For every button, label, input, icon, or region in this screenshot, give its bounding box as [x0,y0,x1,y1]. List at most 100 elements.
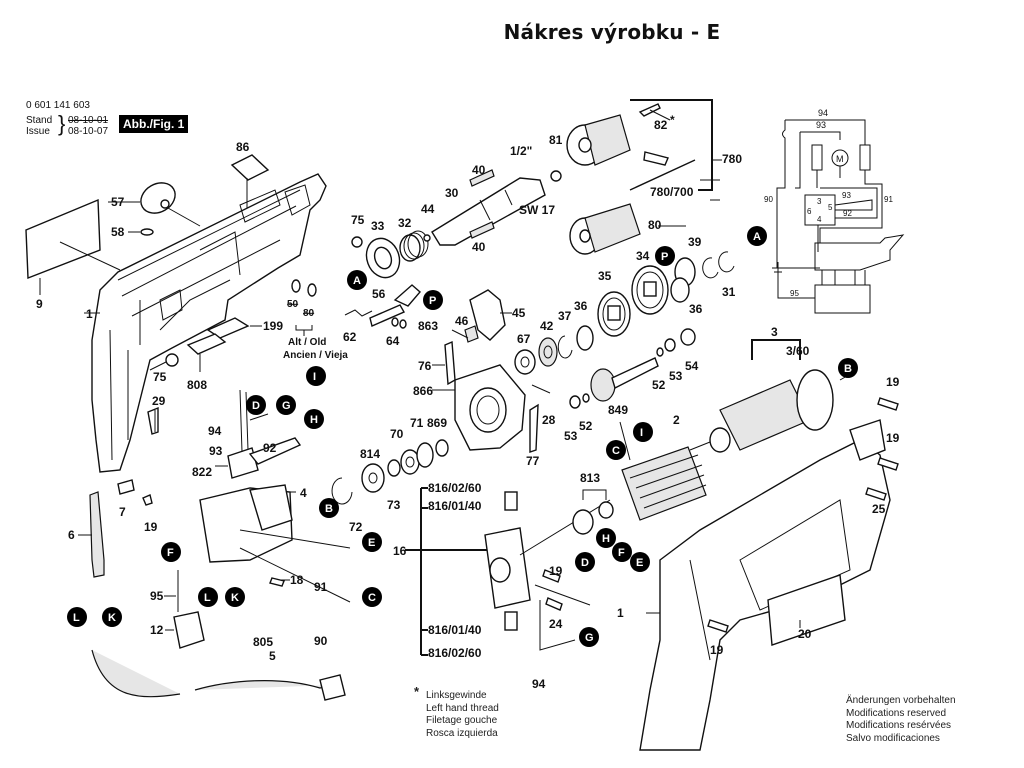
svg-text:H: H [602,533,610,545]
ring-36b [576,325,594,351]
part-45 [469,289,506,341]
part-label: 3/60 [786,344,810,358]
part-label: 92 [263,441,277,455]
svg-text:D: D [581,557,589,569]
part-label: 40 [472,240,486,254]
part-label: 72 [349,520,363,534]
note-line: Filetage gouche [426,715,498,726]
note-line: Modifications resérvées [846,720,952,731]
clip-37 [557,335,573,359]
part-label: 780/700 [650,185,694,199]
part-label: 1 [617,606,624,620]
svg-text:B: B [844,363,852,375]
part-label: 62 [343,330,357,344]
part-label-struck: 80 [303,308,315,319]
part-label: 35 [598,269,612,283]
part-label: 75 [153,370,167,384]
left-hand-thread-note: * Linksgewinde Left hand thread Filetage… [414,685,499,740]
part-label: 67 [517,332,531,346]
spindle-30 [431,169,546,246]
part-label: 53 [669,369,683,383]
alt-old-note-line2: Ancien / Vieja [283,350,348,361]
keyed-chuck-780 [566,103,696,191]
marker-H: H [304,409,324,429]
svg-text:B: B [325,503,333,515]
marker-K: K [102,607,122,627]
part-label: 3 [771,325,778,339]
part-label: 31 [722,285,736,299]
part-label: 44 [421,202,435,216]
note-line: Änderungen vorbehalten [846,695,956,706]
gear-35 [597,291,631,337]
svg-text:K: K [108,612,116,624]
marker-B: B [319,498,339,518]
part-label: 54 [685,359,699,373]
marker-G: G [276,395,296,415]
part-label: 77 [526,454,540,468]
label-plate-20 [767,574,846,646]
part-label: 93 [209,444,223,458]
part-label: 39 [688,235,702,249]
part-label: 805 [253,635,273,649]
part-label: 86 [236,140,250,154]
svg-text:G: G [282,400,291,412]
svg-text:L: L [73,612,80,624]
marker-I: I [633,422,653,442]
brush-holder [484,527,531,609]
svg-text:F: F [167,547,174,559]
marker-P: P [423,290,443,310]
keyless-chuck-80 [569,203,641,255]
part-label: 52 [579,419,593,433]
figure-badge: Abb./Fig. 1 [119,115,189,133]
marker-F: F [161,542,181,562]
part-label: 19 [549,564,563,578]
part-label: 57 [111,195,125,209]
stand-label: Stand [26,115,53,126]
part-77 [529,403,539,453]
part-label: 816/01/40 [428,499,482,513]
part-label: 71 [410,416,424,430]
svg-text:E: E [368,537,375,549]
plug-12 [173,611,205,649]
marker-A: A [347,270,367,290]
stand-issue-block: Stand Issue } 08-10-01 08-10-07 [26,113,108,138]
marker-D: D [575,552,595,572]
svg-text:C: C [368,592,376,604]
part-label: 29 [152,394,166,408]
part-label: 1 [86,307,93,321]
svg-text:D: D [252,400,260,412]
svg-text:I: I [313,371,316,383]
part-label: 40 [472,163,486,177]
part-label: 81 [549,133,563,147]
svg-text:A: A [753,231,761,243]
marker-H: H [596,528,616,548]
part-label: 33 [371,219,385,233]
shaft-849 [590,357,659,402]
part-label: 19 [886,375,900,389]
part-label: 816/02/60 [428,481,482,495]
part-label: 37 [558,309,572,323]
part-label: 80 [648,218,662,232]
part-label: 28 [542,413,556,427]
left-hand-thread-star: * [670,113,675,127]
part-label: 813 [580,471,600,485]
document-part-number: 0 601 141 603 [26,100,90,111]
marker-E: E [362,532,382,552]
part-label: 73 [387,498,401,512]
clip-72 [331,477,353,505]
svg-text:A: A [353,275,361,287]
ring-36 [670,277,690,303]
ring-869 [435,439,449,457]
part-label: 6 [68,528,75,542]
gear-housing-866 [454,364,526,451]
part-label: 816/02/60 [428,646,482,660]
svg-text:C: C [612,445,620,457]
part-label: 869 [427,416,447,430]
svg-text:L: L [204,592,211,604]
part-label: 863 [418,319,438,333]
stand-date: 08-10-01 [68,115,109,126]
power-cord-5 [91,649,336,698]
wire-93b: 93 [842,191,851,200]
wire-94: 94 [818,108,828,118]
